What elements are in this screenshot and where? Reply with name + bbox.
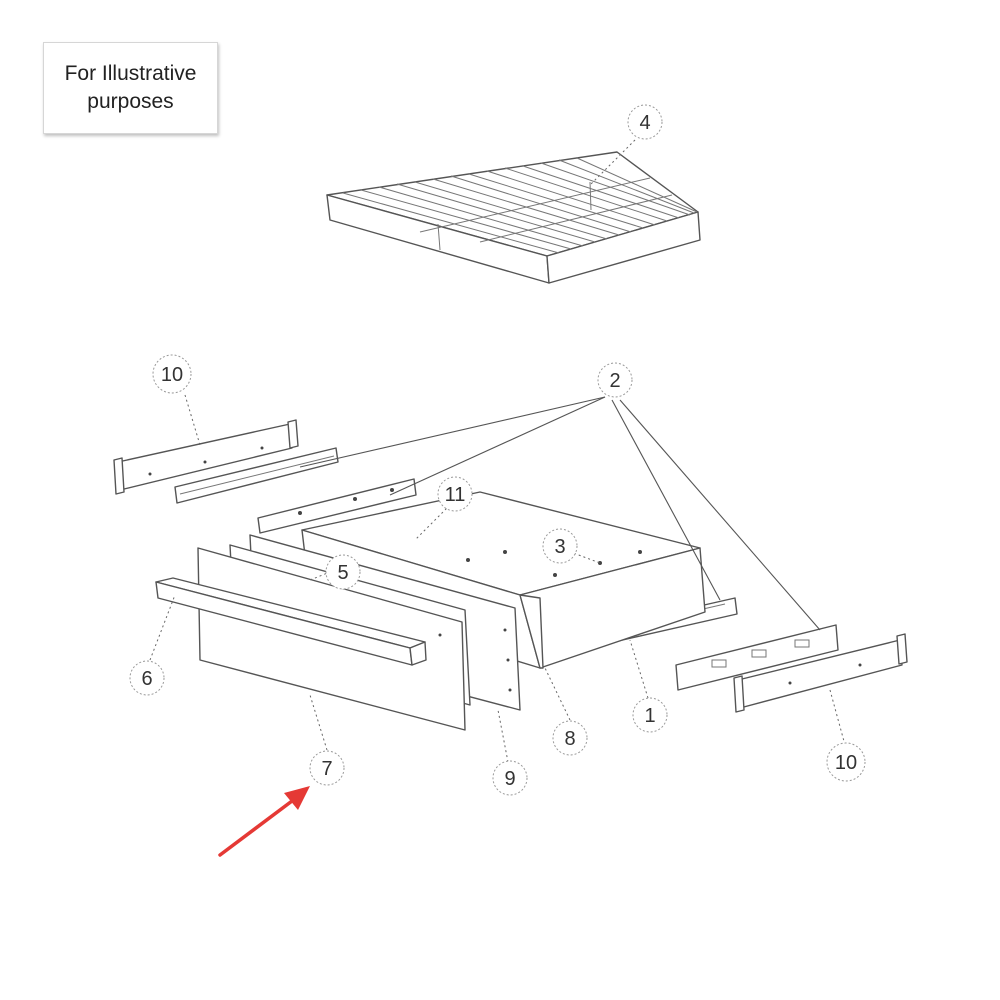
leader-lines [149,139,846,763]
callout-8-label: 8 [564,728,575,750]
callout-6: 6 [129,660,165,696]
callout-2-label: 2 [609,370,620,392]
callout-5: 5 [325,554,361,590]
callout-9: 9 [492,760,528,796]
callout-9-label: 9 [504,768,515,790]
callout-4-label: 4 [639,112,650,134]
callout-6-label: 6 [141,668,152,690]
illustrative-caption: For Illustrative purposes [43,42,218,134]
callout-4: 4 [627,104,663,140]
callout-10-right: 10 [826,742,866,782]
callout-3-label: 3 [554,536,565,558]
callout-7-label: 7 [321,758,332,780]
callout-11-label: 11 [445,484,466,506]
callout-10-right-label: 10 [835,752,857,774]
left-slide-rail-part [174,447,339,504]
callout-1: 1 [632,697,668,733]
left-inner-rail-part [257,478,417,534]
callout-2: 2 [597,362,633,398]
wire-rack-part [326,151,701,284]
caption-text: For Illustrative purposes [64,62,197,113]
highlight-arrow [218,786,310,857]
callout-10-left: 10 [152,354,192,394]
handle-part [155,577,427,666]
right-runner-part [733,633,908,713]
callout-7: 7 [309,750,345,786]
left-runner-part [113,419,299,495]
callout-3: 3 [542,528,578,564]
callout-11: 11 [437,476,473,512]
callout-8: 8 [552,720,588,756]
callout-1-label: 1 [644,705,655,727]
right-slide-rail-part [675,624,839,691]
callout-10-left-label: 10 [161,364,183,386]
callout-5-label: 5 [337,562,348,584]
